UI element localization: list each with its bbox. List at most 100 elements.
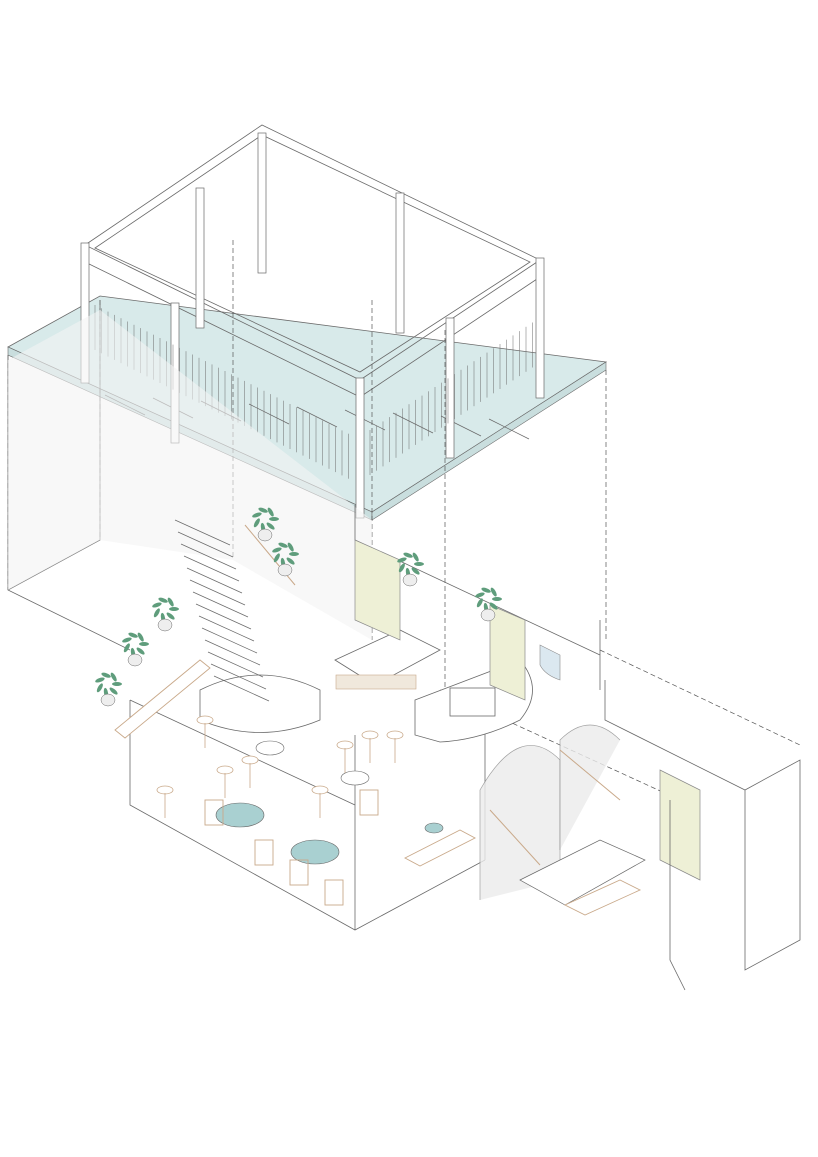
plant-leaf — [490, 587, 497, 597]
plant-leaf — [476, 598, 483, 608]
plant-pot — [157, 618, 173, 632]
plant-leaf — [101, 672, 111, 678]
plant-pot — [127, 653, 143, 667]
plant-leaf — [412, 552, 419, 562]
floor-beam — [392, 412, 434, 434]
plant-leaf — [267, 507, 274, 517]
plant-leaf — [411, 567, 420, 575]
plant-pot — [257, 528, 273, 542]
arch-annex — [479, 680, 801, 991]
stool — [311, 785, 329, 795]
table-top — [424, 822, 444, 834]
stair-step — [177, 531, 234, 558]
plant-leaf — [167, 597, 174, 607]
plant-leaf — [289, 552, 299, 556]
balcony-post — [535, 257, 545, 399]
stool — [386, 730, 404, 740]
stair-step — [204, 639, 261, 666]
stair-step — [213, 675, 270, 702]
bench — [563, 879, 642, 916]
chair — [204, 799, 224, 826]
stair-step — [192, 591, 249, 618]
stair-step — [186, 567, 243, 594]
stair-step — [189, 579, 246, 606]
plant-leaf — [112, 682, 122, 686]
stair-step — [201, 627, 258, 654]
stool — [241, 755, 259, 765]
plant-leaf — [95, 677, 105, 683]
plant-leaf — [110, 672, 117, 682]
plant-leaf — [109, 687, 118, 695]
plant-pot — [277, 563, 293, 577]
plant-leaf — [153, 608, 160, 618]
stair-step — [174, 519, 231, 546]
stair-step — [195, 603, 252, 630]
plant-leaf — [286, 557, 295, 565]
plant-leaf — [269, 517, 279, 521]
plant-leaf — [136, 647, 145, 655]
furniture — [114, 659, 642, 916]
plant-leaf — [123, 643, 130, 653]
plant-leaf — [128, 632, 138, 638]
floor-beam — [488, 418, 530, 440]
plant-leaf — [258, 507, 268, 513]
table-top — [255, 740, 285, 756]
plant-leaf — [397, 557, 407, 563]
plant-leaf — [252, 512, 262, 518]
stair-step — [198, 615, 255, 642]
plant-leaf — [169, 607, 179, 611]
plant-leaf — [414, 562, 424, 566]
plant-leaf — [152, 602, 162, 608]
stair-step — [180, 543, 237, 570]
stool — [361, 730, 379, 740]
plant-leaf — [166, 612, 175, 620]
plant-leaf — [398, 563, 405, 573]
staircase — [174, 519, 321, 733]
balcony-post — [195, 187, 205, 329]
bar-counter — [334, 629, 533, 743]
balcony-post — [395, 192, 405, 334]
plant-leaf — [122, 637, 132, 643]
plant-leaf — [278, 542, 288, 548]
stool — [216, 765, 234, 775]
bench — [404, 829, 476, 867]
table-top — [290, 839, 340, 865]
plant-leaf — [475, 592, 485, 598]
plant-leaf — [266, 522, 275, 530]
table-top — [340, 770, 370, 786]
floor-beam — [248, 403, 290, 425]
plant-leaf — [272, 547, 282, 553]
stair-step — [183, 555, 240, 582]
stair-step — [210, 663, 267, 690]
floor-beam — [344, 409, 386, 431]
plant-leaf — [139, 642, 149, 646]
plants — [95, 507, 502, 707]
plant-pot — [100, 693, 116, 707]
plant-leaf — [273, 553, 280, 563]
chair — [324, 879, 344, 906]
chair — [359, 789, 379, 816]
plant-leaf — [481, 587, 491, 593]
stool — [336, 740, 354, 750]
balcony-post — [257, 132, 267, 274]
upper-balcony-frame — [80, 124, 545, 519]
plant-leaf — [158, 597, 168, 603]
balcony-post — [355, 377, 365, 519]
stool — [156, 785, 174, 795]
plant-leaf — [253, 518, 260, 528]
plant-leaf — [492, 597, 502, 601]
plant-leaf — [137, 632, 144, 642]
plant-leaf — [96, 683, 103, 693]
plant-leaf — [287, 542, 294, 552]
plant-pot — [480, 608, 496, 622]
table-top — [215, 802, 265, 828]
doors — [354, 539, 701, 881]
plant-pot — [402, 573, 418, 587]
plant-leaf — [489, 602, 498, 610]
chair — [254, 839, 274, 866]
wall-bench — [114, 659, 211, 739]
balcony-post — [445, 317, 455, 459]
stair-step — [207, 651, 264, 678]
floor-beam — [296, 406, 338, 428]
